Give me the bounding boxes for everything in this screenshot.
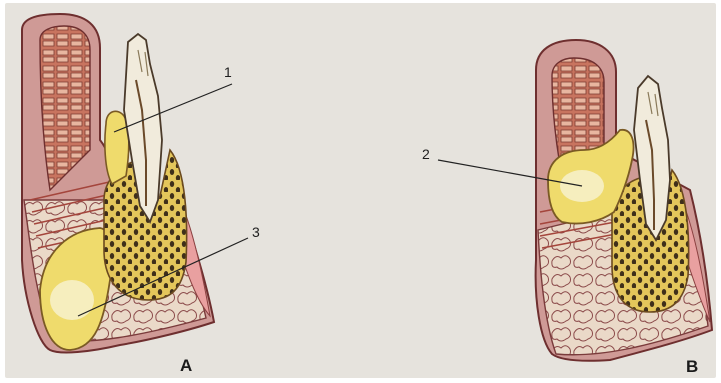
callout-1: 1 <box>224 64 232 80</box>
callout-3: 3 <box>252 224 260 240</box>
panel-a-drawing <box>22 14 214 352</box>
panel-label-b: B <box>686 357 698 377</box>
callout-2: 2 <box>422 146 430 162</box>
panel-label-a: A <box>180 356 192 376</box>
panel-b-drawing <box>536 40 712 361</box>
panel-a-abscess-3-highlight <box>50 280 94 320</box>
